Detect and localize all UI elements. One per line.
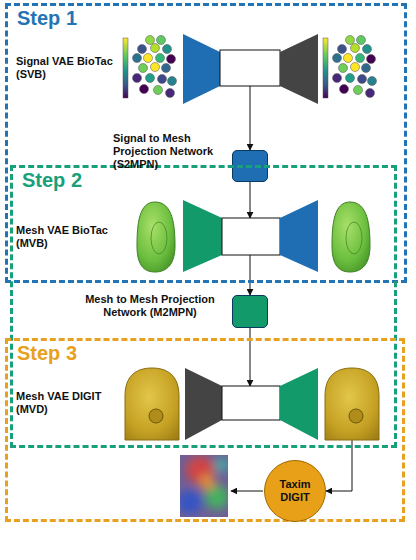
latent-box	[220, 50, 280, 86]
step-region: Step 1 Signal VAE BioTac (SVB) Signal to M…	[5, 3, 407, 283]
text-holder: Step 1	[17, 7, 77, 30]
step-heading: Step 2	[22, 169, 82, 192]
signal-map	[167, 55, 176, 64]
vae-block: Signal VAE BioTac (SVB)	[12, 50, 400, 86]
signal-map	[156, 54, 165, 63]
flow-arrow	[250, 328, 251, 386]
latent-box	[222, 386, 280, 420]
signal-map	[144, 54, 153, 63]
digit-mesh	[325, 368, 379, 440]
latent-box	[222, 218, 280, 255]
step-region: Step 2 Mesh VAE BioTac (MVB) Mesh to Mesh …	[10, 165, 397, 448]
biotac-mesh	[137, 202, 175, 272]
text-holder: Signal VAE BioTac (SVB)	[16, 55, 122, 81]
block-label: Taxim DIGIT	[268, 478, 322, 504]
encoder	[183, 34, 220, 104]
signal-map	[154, 86, 163, 95]
vae-block: Mesh VAE BioTac (MVB)	[12, 218, 392, 255]
flow-arrow	[250, 182, 251, 218]
tactile-image	[180, 490, 202, 514]
signal-map	[166, 89, 175, 98]
biotac-mesh	[332, 202, 370, 272]
output-arrow	[231, 491, 263, 492]
signal-map	[151, 44, 160, 53]
digit-mesh	[349, 409, 363, 423]
encoder	[183, 200, 222, 272]
text-holder: Mesh VAE BioTac (MVB)	[16, 224, 122, 250]
biotac-mesh	[332, 202, 370, 272]
signal-map	[151, 63, 160, 72]
signal-map	[146, 74, 155, 83]
signal-map	[163, 45, 172, 54]
projection-box: Mesh to Mesh Projection Network (M2MPN)	[232, 295, 268, 328]
decoder	[280, 368, 318, 440]
decoder	[280, 34, 318, 104]
block-label: Signal VAE BioTac (SVB)	[16, 55, 122, 81]
signal-map	[123, 38, 128, 98]
signal-map	[123, 36, 177, 99]
signal-map	[139, 64, 148, 73]
text-holder: Taxim DIGIT	[268, 478, 322, 504]
signal-map	[133, 54, 142, 63]
step-heading: Step 1	[17, 7, 77, 30]
flow-arrow	[250, 86, 251, 150]
signal-map	[140, 85, 149, 94]
tactile-image	[180, 455, 228, 517]
text-holder: Step 2	[22, 169, 82, 192]
text-holder: Mesh to Mesh Projection Network (M2MPN)	[75, 293, 225, 319]
signal-map	[133, 36, 177, 98]
signal-map	[133, 74, 142, 83]
flow-arrow	[250, 255, 251, 295]
biotac-mesh	[137, 202, 175, 272]
text-holder: Mesh VAE DIGIT (MVD)	[16, 390, 122, 416]
block-label: Mesh to Mesh Projection Network (M2MPN)	[75, 293, 225, 319]
signal-map	[157, 36, 166, 45]
block-label: Signal to Mesh Projection Network (S2MPN…	[113, 132, 225, 171]
tactile-image	[214, 457, 228, 473]
simulator-circle: Taxim DIGIT	[264, 460, 326, 522]
signal-map	[162, 64, 171, 73]
tactile-image	[199, 474, 215, 490]
signal-map	[158, 75, 167, 84]
biotac-mesh	[151, 222, 167, 254]
signal-map	[146, 36, 155, 45]
signal-map	[138, 45, 147, 54]
vae-block: Mesh VAE DIGIT (MVD)	[12, 386, 400, 420]
signal-map	[323, 36, 377, 99]
digit-mesh	[125, 368, 179, 440]
text-holder: Signal to Mesh Projection Network (S2MPN…	[113, 132, 225, 171]
step-region: Step 3 Mesh VAE DIGIT (MVD) Taxim DIGIT	[5, 338, 405, 522]
encoder	[185, 368, 222, 440]
digit-mesh	[125, 368, 179, 440]
text-holder: Step 3	[17, 342, 77, 365]
signal-map	[168, 77, 177, 86]
digit-mesh	[325, 368, 379, 440]
step-heading: Step 3	[17, 342, 77, 365]
block-label: Mesh VAE BioTac (MVB)	[16, 224, 122, 250]
decoder	[280, 200, 318, 272]
digit-mesh	[149, 409, 163, 423]
biotac-mesh	[346, 222, 362, 254]
block-label: Mesh VAE DIGIT (MVD)	[16, 390, 122, 416]
tactile-image	[180, 456, 228, 514]
